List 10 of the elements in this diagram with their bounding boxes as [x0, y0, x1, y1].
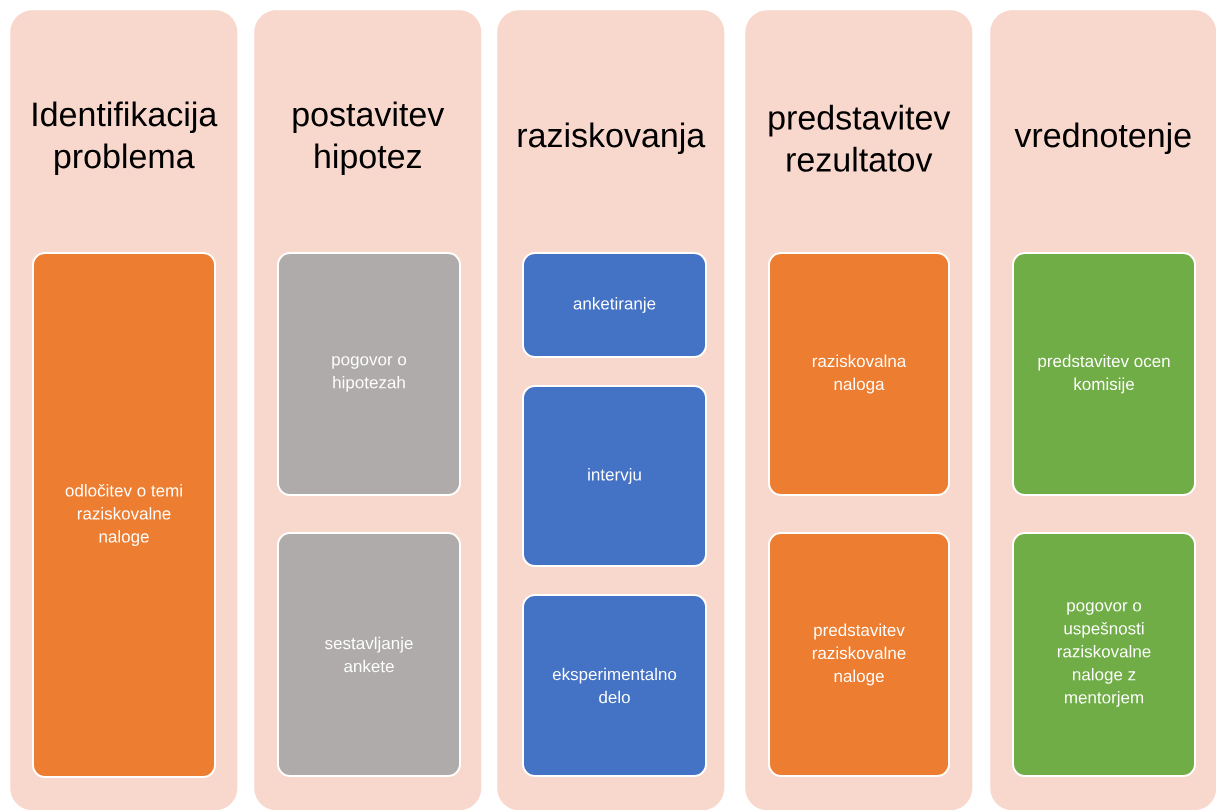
- task-box: pogovor o uspešnosti raziskovalne naloge z mentorjem: [1012, 532, 1196, 777]
- task-box: pogovor o hipotezah: [277, 252, 461, 496]
- task-box: eksperimentalno delo: [522, 594, 707, 777]
- task-box: intervju: [522, 385, 707, 567]
- task-box: predstavitev raziskovalne naloge: [768, 532, 950, 777]
- task-box: odločitev o temi raziskovalne naloge: [32, 252, 216, 778]
- task-box: predstavitev ocen komisije: [1012, 252, 1196, 496]
- task-box: sestavljanje ankete: [277, 532, 461, 777]
- task-box: raziskovalna naloga: [768, 252, 950, 496]
- task-box: anketiranje: [522, 252, 707, 358]
